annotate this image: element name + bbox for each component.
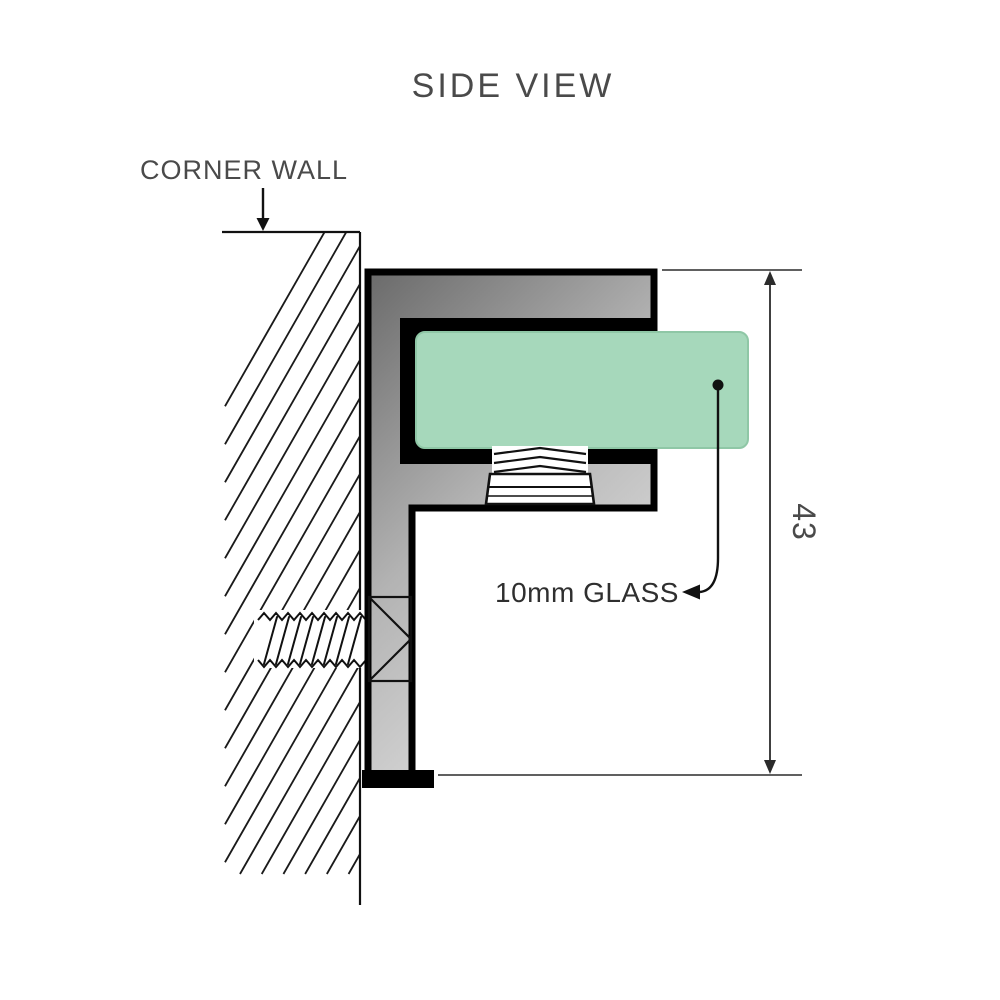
corner-wall-arrow [256,188,270,231]
corner-wall-label: CORNER WALL [140,155,348,185]
dimension-arrow-top [764,271,776,285]
glass-leader-arrowhead [682,584,700,600]
wall [222,230,362,905]
glass-label: 10mm GLASS [495,577,679,608]
bracket-bottom-cap [362,770,434,788]
dimension-value: 43 [786,503,822,541]
glass-leader-dot [712,379,724,391]
glass-leader-line [682,379,724,600]
screw-head [367,595,413,683]
wall-screw [254,610,368,669]
grub-screw [484,446,596,506]
dimension [438,269,802,776]
dimension-arrow-bottom [764,760,776,774]
diagram-title: SIDE VIEW [412,67,615,105]
wall-hatching [224,231,361,875]
glass-panel [415,331,749,449]
